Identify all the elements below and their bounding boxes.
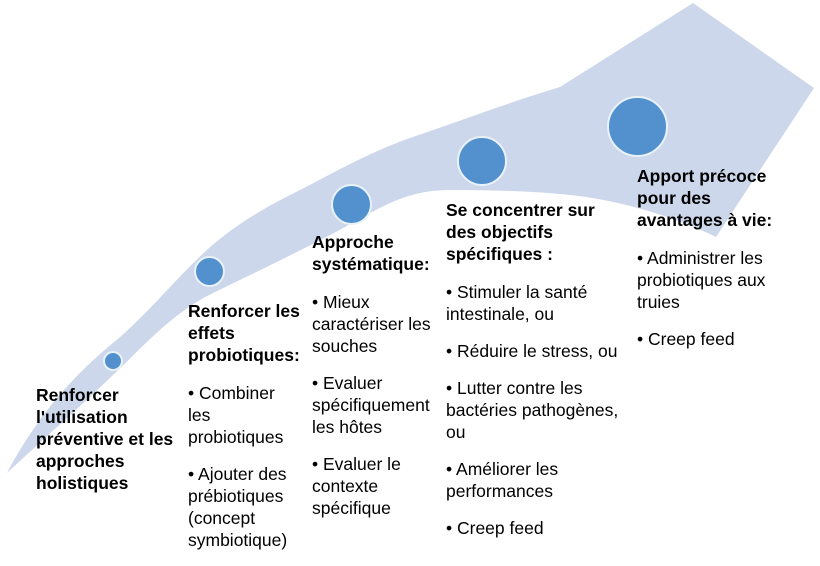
stage-title-line: holistiques xyxy=(36,473,129,493)
stage-bullet-line: ou xyxy=(446,422,466,442)
stage-title-line: préventive et les xyxy=(36,429,174,449)
stage-title-line: Approche xyxy=(312,232,394,252)
stage-circle-5 xyxy=(607,96,668,157)
stage-title-line: approches xyxy=(36,451,125,471)
stage-bullet: • Creep feed xyxy=(637,328,812,350)
stage-bullet-line: • Combiner xyxy=(188,383,275,403)
stage-title-line: spécifiques : xyxy=(446,244,553,264)
stage-circle-4 xyxy=(457,136,507,186)
stage-bullet-line: spécifiquement xyxy=(312,395,430,415)
stage-bullet-line: caractériser les xyxy=(312,314,431,334)
stage-title-line: l'utilisation xyxy=(36,407,128,427)
stage-title-line: systématique: xyxy=(312,254,430,274)
stage-bullet-line: • Lutter contre les xyxy=(446,378,583,398)
stage-bullet-line: les hôtes xyxy=(312,417,383,437)
stage-bullet-line: • Mieux xyxy=(312,292,370,312)
stage-circle-3 xyxy=(331,184,372,225)
stage-bullet-line: • Creep feed xyxy=(637,329,735,349)
stage-bullet-line: les xyxy=(188,405,211,425)
stage-bullet-line: • Administrer les xyxy=(637,248,763,268)
stage-bullet-line: • Stimuler la santé xyxy=(446,282,588,302)
stage-bullet: • Réduire le stress, ou xyxy=(446,340,618,362)
stage-title-line: Renforcer les xyxy=(188,301,300,321)
stage-bullet-line: probiotiques xyxy=(188,427,284,447)
stage-title-line: probiotiques: xyxy=(188,345,300,365)
stage-bullet-line: spécifique xyxy=(312,498,391,518)
stage-bullet-line: • Réduire le stress, ou xyxy=(446,341,618,361)
stage-title-line: des objectifs xyxy=(446,222,553,242)
stage-title-line: avantages à vie: xyxy=(637,210,773,230)
stage-circle-1 xyxy=(103,351,123,371)
stage-circle-2 xyxy=(194,256,225,287)
stage-bullet-line: performances xyxy=(446,481,553,501)
stage-title-line: Renforcer xyxy=(36,385,119,405)
stage-bullet-line: bactéries pathogènes, xyxy=(446,400,619,420)
stage-title-line: effets xyxy=(188,323,235,343)
stage-title-line: pour des xyxy=(637,188,711,208)
stage-bullet-line: probiotiques aux xyxy=(637,270,766,290)
stage-title-line: Apport précoce xyxy=(637,166,767,186)
stage-bullet-line: • Evaluer xyxy=(312,373,383,393)
stage-bullet-line: • Creep feed xyxy=(446,518,544,538)
stage-bullet-line: • Evaluer le xyxy=(312,454,401,474)
stage-bullet-line: • Améliorer les xyxy=(446,459,559,479)
stage-bullet-line: (concept xyxy=(188,508,256,528)
stage-bullet-line: souches xyxy=(312,336,378,356)
stage-bullet-line: intestinale, ou xyxy=(446,304,554,324)
stage-bullet-line: contexte xyxy=(312,476,379,496)
stage-title-line: Se concentrer sur xyxy=(446,200,595,220)
stage-bullet-line: symbiotique) xyxy=(188,530,288,550)
stage-bullet: • Creep feed xyxy=(446,517,618,539)
stage-bullet-line: • Ajouter des xyxy=(188,464,287,484)
stage-bullet-line: prébiotiques xyxy=(188,486,284,506)
stage-bullet-line: truies xyxy=(637,292,680,312)
